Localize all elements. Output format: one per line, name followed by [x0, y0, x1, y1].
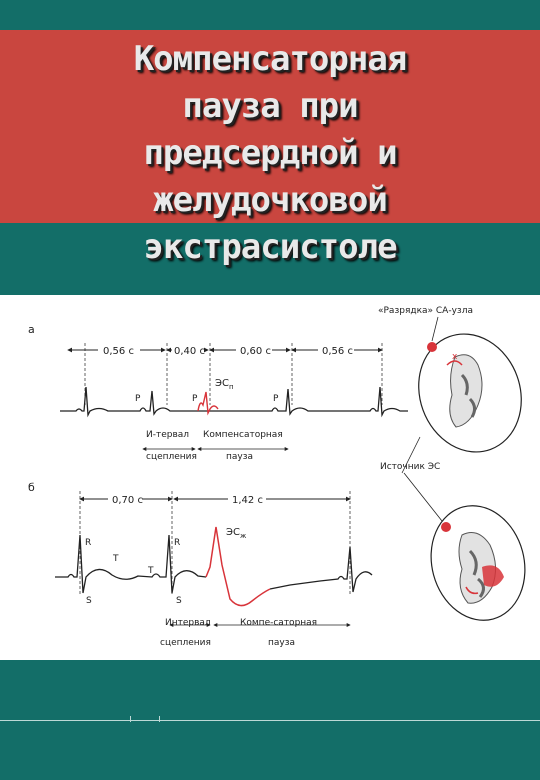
coupling-label: сцепления: [160, 638, 211, 648]
ectopic-region: [482, 565, 504, 587]
interval-label: 0,40 с: [174, 346, 205, 357]
discharge-arc: [446, 360, 463, 366]
pause-label: Компенсаторная: [203, 430, 283, 440]
panel-b-guides: [79, 491, 351, 595]
coupling-label: И-тервал: [146, 430, 189, 440]
bottom-divider-tick: [130, 716, 160, 722]
interval-label: 0,70 с: [112, 495, 143, 506]
title-line-3: предсердной и: [143, 133, 397, 173]
ecg-trace-b: [55, 534, 207, 594]
heart-bottom: [430, 505, 526, 621]
es-label: ЭСп: [215, 378, 234, 391]
es-subscript: п: [229, 383, 234, 391]
wave-label: S: [176, 596, 182, 606]
ecg-diagram: а 0,56 с 0,40 с 0,60 с 0,56 с P P P ЭСп …: [28, 306, 526, 648]
panel-a-label: а: [28, 323, 35, 336]
teal-band: [0, 223, 540, 295]
ectopic-trace-a: [197, 391, 219, 416]
source-label: Источник ЭС: [380, 462, 440, 472]
wave-label: T: [112, 554, 119, 564]
leader-line: [401, 436, 421, 474]
es-text: ЭС: [215, 378, 229, 389]
pause-label: пауза: [268, 638, 295, 648]
slide-title: Компенсаторная пауза при предсердной и ж…: [0, 36, 540, 271]
es-subscript: ж: [240, 532, 247, 540]
heart-top-label: «Разрядка» СА-узла: [378, 306, 473, 316]
conduction-path: [460, 373, 477, 418]
leader-line: [403, 472, 443, 522]
wave-label: P: [135, 394, 141, 404]
wave-label: P: [192, 394, 198, 404]
interval-label: 0,60 с: [240, 346, 271, 357]
pause-label: пауза: [226, 452, 253, 462]
ecg-trace-b-after: [269, 546, 373, 593]
title-line-1: Компенсаторная: [133, 39, 408, 79]
leader-line: [431, 316, 439, 342]
ectopic-focus: [441, 522, 451, 532]
pause-label: Компе-саторная: [240, 618, 317, 628]
es-label: ЭСж: [226, 527, 247, 540]
ectopic-arc: [465, 586, 479, 595]
heart-top: x: [418, 333, 522, 453]
interval-label: 0,56 с: [322, 346, 353, 357]
wave-label: R: [174, 538, 180, 548]
coupling-label: сцепления: [146, 452, 197, 462]
sa-node-mark: [427, 342, 437, 352]
coupling-label: Интервал: [165, 618, 211, 628]
ectopic-trace-b: [205, 526, 271, 607]
title-band: [0, 30, 540, 223]
bottom-divider: [0, 720, 540, 721]
conduction-path: [468, 549, 485, 598]
ecg-trace-a: [60, 386, 408, 418]
es-text: ЭС: [226, 527, 240, 538]
title-line-4: желудочковой: [153, 180, 388, 220]
wave-label: R: [85, 538, 91, 548]
wave-label: P: [273, 394, 279, 404]
ecg-figure: а 0,56 с 0,40 с 0,60 с 0,56 с P P P ЭСп …: [0, 295, 540, 660]
title-line-5: экстрасистоле: [143, 227, 397, 267]
discharge-marker: x: [452, 352, 458, 362]
title-line-2: пауза при: [182, 86, 358, 126]
top-band: [0, 0, 540, 30]
interval-label: 0,56 с: [103, 346, 134, 357]
wave-label: T: [147, 566, 154, 576]
wave-label: S: [86, 596, 92, 606]
panel-b-label: б: [28, 481, 35, 494]
interval-label: 1,42 с: [232, 495, 263, 506]
